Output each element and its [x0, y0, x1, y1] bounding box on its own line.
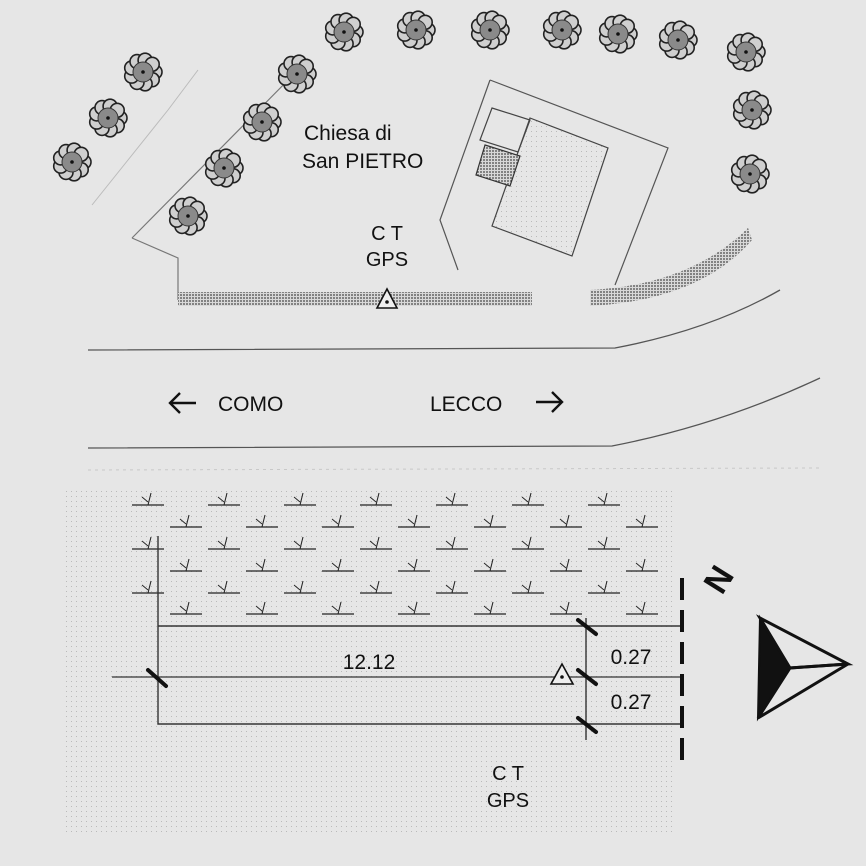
tree-icon — [123, 52, 163, 92]
top-map: Chiesa di San PIETRO C T GPS COMO LECCO — [52, 10, 821, 449]
grass-tuft — [284, 580, 316, 594]
church-annex — [479, 107, 531, 153]
dimension-ticks — [146, 618, 598, 734]
arrow-right-icon — [536, 391, 564, 413]
tree-icon — [726, 32, 766, 72]
tree-icon — [242, 102, 282, 142]
sidewalk-right — [590, 228, 752, 306]
grass-tuft — [170, 514, 202, 528]
grass-tuft — [512, 536, 544, 550]
control-point-marker-icon-detail — [549, 662, 575, 685]
measurement-strip-outline — [157, 536, 682, 725]
grass-tuft — [170, 558, 202, 572]
grass-tuft — [284, 536, 316, 550]
grass-tuft — [474, 601, 506, 615]
tree-icon — [277, 54, 317, 94]
grass-tuft — [436, 536, 468, 550]
tree-icon — [542, 10, 582, 50]
grass-tuft — [436, 492, 468, 506]
grass-tuft — [246, 601, 278, 615]
tree-icon — [204, 148, 244, 188]
church-label-line2: San PIETRO — [302, 150, 423, 173]
detail-control-point-label-line2: GPS — [487, 790, 529, 812]
tree-belt-outline — [91, 69, 199, 206]
tree-icon — [470, 10, 510, 50]
direction-left-label: COMO — [218, 393, 283, 416]
grass-tuft — [550, 558, 582, 572]
grass-tuft — [398, 514, 430, 528]
control-point-label-line2: GPS — [366, 249, 408, 271]
church-label-line1: Chiesa di — [304, 122, 392, 145]
grass-tuft — [474, 558, 506, 572]
north-arrow-icon — [755, 614, 854, 722]
tree-icon — [88, 98, 128, 138]
distance-upper-label: 0.27 — [611, 646, 652, 669]
grass-tuft — [626, 601, 658, 615]
grass-tuft — [132, 492, 164, 506]
grass-tuft — [550, 514, 582, 528]
grass-tuft — [246, 514, 278, 528]
direction-right-label: LECCO — [430, 393, 502, 416]
sketch-top-edge — [87, 467, 821, 471]
grass-tuft — [322, 558, 354, 572]
tree-icon — [658, 20, 698, 60]
tree-icon — [396, 10, 436, 50]
distance-lower-label: 0.27 — [611, 691, 652, 714]
church-bell-tower — [475, 144, 521, 187]
grass-tuft — [322, 514, 354, 528]
control-point-marker-icon — [375, 287, 399, 309]
grass-tuft — [512, 580, 544, 594]
grass-tuft — [626, 514, 658, 528]
grass-tuft — [170, 601, 202, 615]
grass-tuft — [360, 580, 392, 594]
sidewalk-left — [178, 292, 532, 306]
grass-tuft — [398, 558, 430, 572]
grass-field — [132, 492, 658, 615]
grass-tuft — [208, 492, 240, 506]
grass-tuft — [474, 514, 506, 528]
road-edge-north — [87, 289, 781, 351]
grass-tuft — [550, 601, 582, 615]
grass-tuft — [284, 492, 316, 506]
tree-icon — [732, 90, 772, 130]
grass-tuft — [208, 580, 240, 594]
control-point-label-line1: C T — [371, 223, 403, 245]
tree-icon — [730, 154, 770, 194]
tree-icon — [168, 196, 208, 236]
grass-tuft — [588, 536, 620, 550]
grass-tuft — [246, 558, 278, 572]
church-building — [491, 117, 609, 257]
arrow-left-icon — [168, 392, 196, 414]
north-label: N — [697, 559, 742, 600]
grass-tuft — [322, 601, 354, 615]
grass-tuft — [512, 492, 544, 506]
road-edge-south — [87, 377, 821, 449]
grass-tuft — [360, 492, 392, 506]
church-plot — [439, 79, 669, 286]
distance-main-label: 12.12 — [343, 651, 396, 674]
grass-tuft — [626, 558, 658, 572]
grass-tuft — [398, 601, 430, 615]
grass-tuft — [360, 536, 392, 550]
grass-tuft — [436, 580, 468, 594]
tree-icon — [324, 12, 364, 52]
grass-tuft — [208, 536, 240, 550]
tree-row — [52, 10, 772, 236]
bottom-sketch: 12.12 0.27 0.27 C T GPS N — [62, 467, 854, 834]
paved-area — [62, 488, 676, 834]
detail-control-point-label-line1: C T — [492, 763, 524, 785]
tree-icon — [52, 142, 92, 182]
tree-icon — [598, 14, 638, 54]
grass-tuft — [588, 580, 620, 594]
grass-tuft — [588, 492, 620, 506]
